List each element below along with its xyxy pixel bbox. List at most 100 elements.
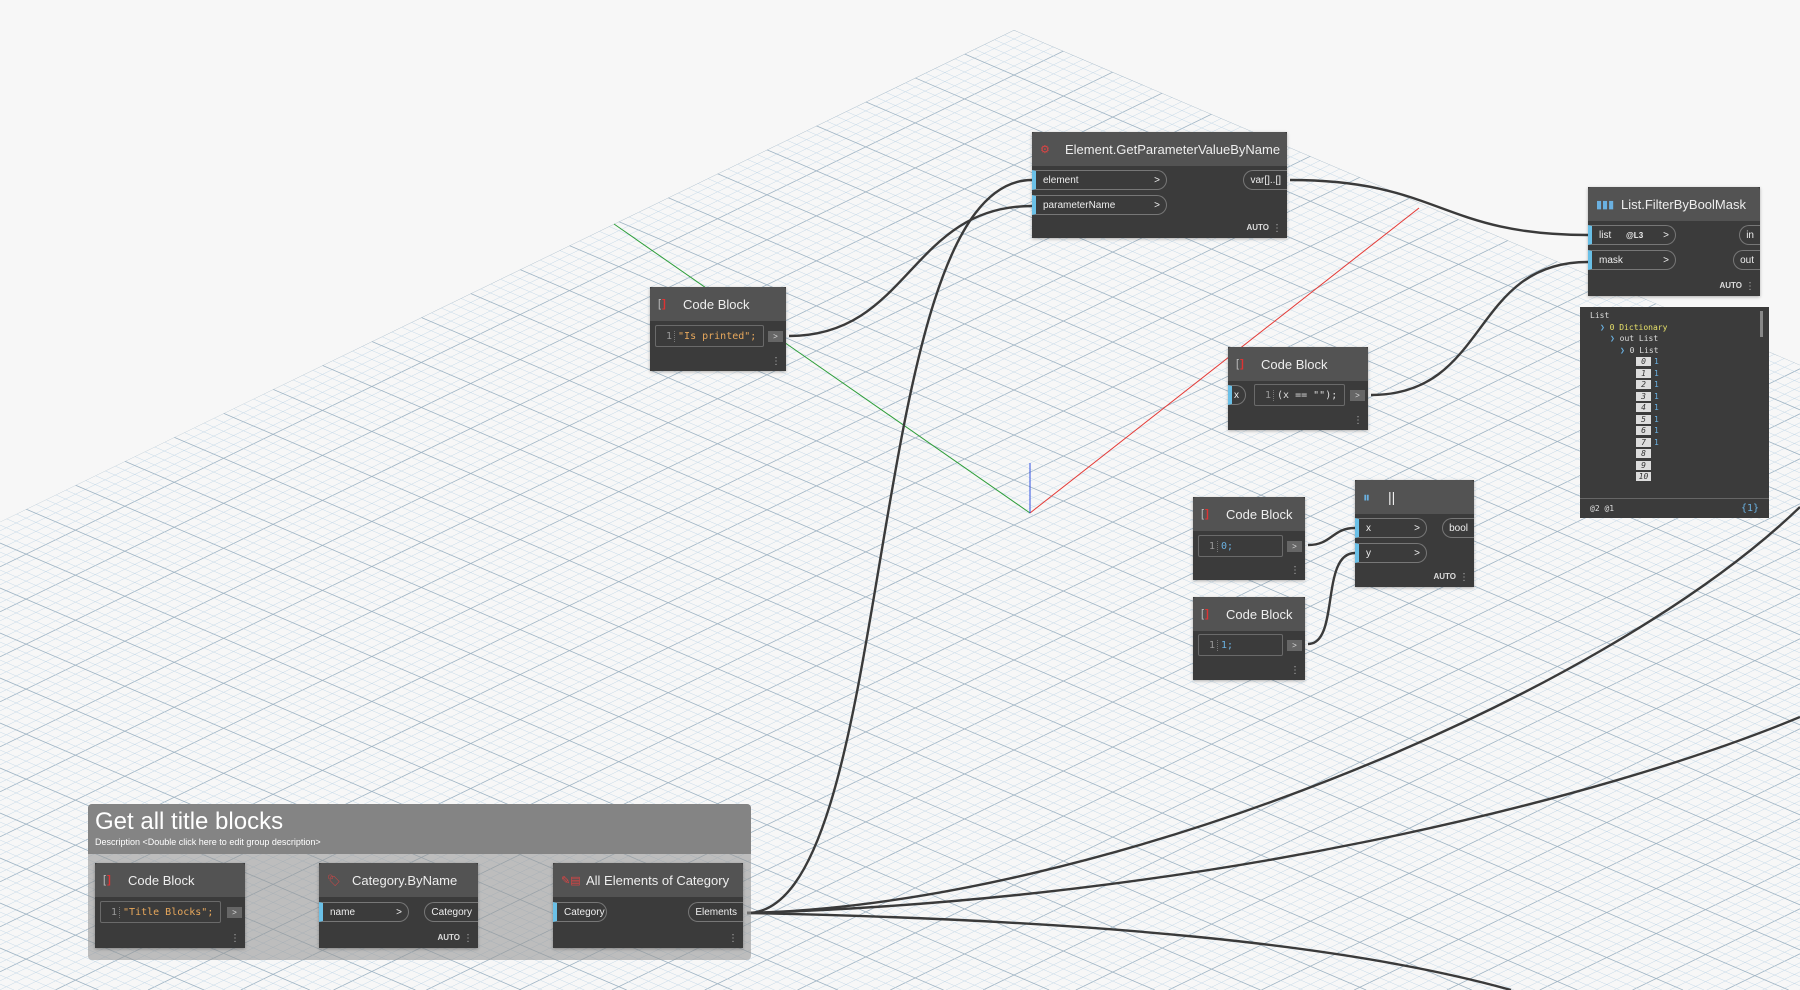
- input-port-element[interactable]: element>: [1032, 170, 1167, 190]
- wire-elements-offscreen-1[interactable]: [746, 506, 1800, 915]
- expand-icon[interactable]: ❯: [1620, 345, 1630, 355]
- node-all-elements-of-category[interactable]: ✎▤All Elements of Category Category Elem…: [553, 863, 743, 948]
- input-port-name[interactable]: name>: [319, 902, 409, 922]
- code-editor[interactable]: 1"Title Blocks";: [100, 901, 221, 923]
- chevron-right-icon: >: [1154, 199, 1160, 211]
- watch-level-2[interactable]: ❯ out List: [1590, 334, 1759, 346]
- input-port-parametername[interactable]: parameterName>: [1032, 195, 1167, 215]
- wire-cb1-to-y[interactable]: [1307, 551, 1356, 646]
- watch-scrollbar[interactable]: [1760, 311, 1763, 337]
- output-port[interactable]: >: [1287, 640, 1302, 651]
- grid-line: [1205, 701, 1800, 990]
- node-menu-icon[interactable]: ⋯: [229, 933, 240, 943]
- wire-isprinted-to-parametername[interactable]: [788, 204, 1033, 338]
- wire-eq-to-mask[interactable]: [1370, 260, 1589, 397]
- chevron-right-icon: >: [1154, 174, 1160, 186]
- output-port[interactable]: >: [1350, 390, 1365, 401]
- wire-elements-offscreen-3[interactable]: [746, 911, 1512, 990]
- lacing-label[interactable]: AUTO: [1719, 281, 1742, 290]
- output-port[interactable]: >: [1287, 541, 1302, 552]
- grid-line: [0, 30, 334, 163]
- output-port-elements[interactable]: Elements: [688, 902, 743, 922]
- lacing-label[interactable]: AUTO: [437, 933, 460, 942]
- code-editor[interactable]: 1(x == "");: [1254, 384, 1345, 406]
- wire-elements-to-element[interactable]: [746, 178, 1033, 915]
- input-port-list[interactable]: list@L3>: [1588, 225, 1676, 245]
- watch-preview[interactable]: List ❯ 0 Dictionary ❯ out List ❯ 0 List …: [1580, 307, 1769, 518]
- grid-line: [1075, 638, 1800, 990]
- node-menu-icon[interactable]: ⋯: [1289, 565, 1300, 575]
- node-menu-icon[interactable]: ⋯: [727, 933, 738, 943]
- input-port-category[interactable]: Category: [553, 902, 607, 922]
- output-port-var[interactable]: var[]..[]: [1243, 170, 1287, 190]
- chevron-right-icon: >: [1663, 254, 1669, 266]
- wire-elements-offscreen-2[interactable]: [746, 715, 1800, 915]
- output-port-out[interactable]: out: [1733, 250, 1760, 270]
- grid-line: [1001, 602, 1800, 990]
- lacing-label[interactable]: AUTO: [1246, 223, 1269, 232]
- watch-item: 9: [1590, 460, 1759, 473]
- watch-level-3[interactable]: ❯ 0 List: [1590, 346, 1759, 358]
- expand-icon[interactable]: ❯: [1600, 322, 1610, 332]
- grid-line: [1365, 30, 1800, 186]
- node-code-block-title-blocks[interactable]: []Code Block 1"Title Blocks"; > ⋯: [95, 863, 245, 948]
- output-port-bool[interactable]: bool: [1442, 518, 1474, 538]
- grid-line: [0, 0, 37, 18]
- grid-line: [0, 263, 1705, 990]
- node-menu-icon[interactable]: ⋯: [1352, 415, 1363, 425]
- node-menu-icon[interactable]: ⋯: [1458, 572, 1469, 582]
- node-or[interactable]: ⏸|| x> y> bool AUTO⋯: [1355, 480, 1474, 587]
- port-label: mask: [1599, 254, 1623, 266]
- code-text: "Is printed";: [678, 330, 757, 342]
- code-block-icon: []: [1201, 608, 1210, 620]
- watch-item: 10: [1590, 472, 1759, 484]
- input-port-x[interactable]: x>: [1355, 518, 1427, 538]
- grid-line: [1706, 944, 1800, 990]
- node-menu-icon[interactable]: ⋯: [770, 356, 781, 366]
- node-get-parameter-value[interactable]: ⚙Element.GetParameterValueByName element…: [1032, 132, 1287, 238]
- output-port[interactable]: >: [227, 907, 242, 918]
- output-port-category[interactable]: Category: [424, 902, 478, 922]
- node-menu-icon[interactable]: ⋯: [1271, 223, 1282, 233]
- grid-line: [0, 407, 1367, 990]
- expand-icon[interactable]: ❯: [1610, 334, 1620, 343]
- line-number: 1: [666, 330, 676, 342]
- code-editor[interactable]: 1"Is printed";: [655, 325, 764, 347]
- grid-line: [815, 512, 1800, 990]
- output-port[interactable]: >: [768, 331, 783, 342]
- node-code-block-eq[interactable]: []Code Block x 1(x == ""); > ⋯: [1228, 347, 1368, 430]
- grid-line: [834, 521, 1800, 990]
- grid-line: [1502, 845, 1800, 990]
- lacing-label[interactable]: AUTO: [1433, 572, 1456, 581]
- grid-line: [778, 494, 1800, 990]
- grid-line: [0, 30, 1169, 568]
- grid-line: [0, 146, 1800, 915]
- grid-line: [77, 30, 1800, 735]
- node-category-by-name[interactable]: 🏷Category.ByName name> Category AUTO⋯: [319, 863, 478, 948]
- grid-line: [0, 30, 984, 478]
- wire-var-to-list[interactable]: [1289, 178, 1589, 237]
- wire-cb0-to-x[interactable]: [1307, 526, 1356, 547]
- node-code-block-is-printed[interactable]: []Code Block 1"Is printed"; > ⋯: [650, 287, 786, 371]
- code-text: 0;: [1221, 540, 1234, 552]
- list-level-badge[interactable]: @L3: [1626, 230, 1644, 240]
- grid-line: [246, 30, 1800, 663]
- input-port-mask[interactable]: mask >: [1588, 250, 1676, 270]
- grid-line: [0, 920, 162, 990]
- watch-label: out List: [1619, 334, 1659, 343]
- node-menu-icon[interactable]: ⋯: [1744, 281, 1755, 291]
- group-description[interactable]: Description <Double click here to edit g…: [95, 837, 321, 847]
- node-menu-icon[interactable]: ⋯: [1289, 665, 1300, 675]
- input-port-y[interactable]: y>: [1355, 543, 1427, 563]
- watch-level-1[interactable]: ❯ 0 Dictionary: [1590, 323, 1759, 335]
- input-port-x[interactable]: x: [1228, 385, 1246, 405]
- node-filter-by-bool-mask[interactable]: ▮▮▮List.FilterByBoolMask list@L3> mask> …: [1588, 187, 1760, 296]
- output-port-in[interactable]: in: [1739, 225, 1760, 245]
- group-title[interactable]: Get all title blocks: [95, 808, 284, 835]
- node-menu-icon[interactable]: ⋯: [462, 933, 473, 943]
